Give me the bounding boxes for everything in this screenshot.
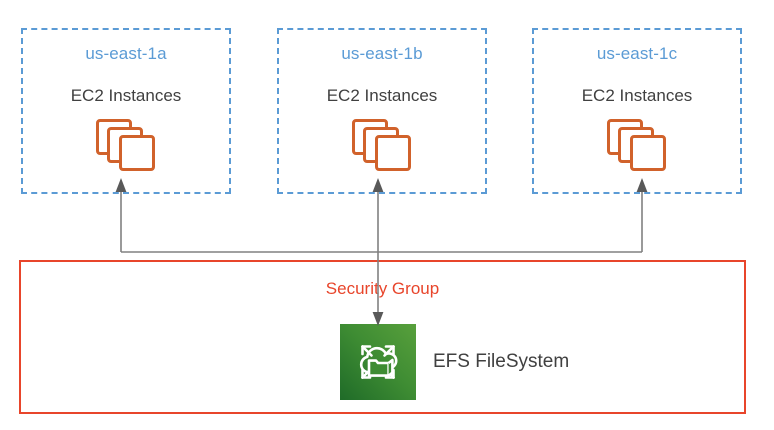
- security-group-label: Security Group: [325, 279, 440, 298]
- ec2-square-front: [119, 135, 155, 171]
- ec2-instances-icon-1a[interactable]: [96, 119, 156, 171]
- efs-filesystem-icon[interactable]: [340, 324, 416, 400]
- ec2-instances-label-1b: EC2 Instances: [326, 86, 438, 105]
- az-label-us-east-1b: us-east-1b: [341, 44, 423, 63]
- ec2-square-front: [630, 135, 666, 171]
- ec2-square-front: [375, 135, 411, 171]
- availability-zone-us-east-1a[interactable]: [21, 28, 231, 194]
- availability-zone-us-east-1b[interactable]: [277, 28, 487, 194]
- ec2-instances-icon-1b[interactable]: [352, 119, 412, 171]
- availability-zone-us-east-1c[interactable]: [532, 28, 742, 194]
- az-label-us-east-1a: us-east-1a: [85, 44, 167, 63]
- az-label-us-east-1c: us-east-1c: [596, 44, 678, 63]
- ec2-instances-label-1a: EC2 Instances: [70, 86, 182, 105]
- ec2-instances-icon-1c[interactable]: [607, 119, 667, 171]
- ec2-instances-label-1c: EC2 Instances: [581, 86, 693, 105]
- security-group-boundary[interactable]: [19, 260, 746, 414]
- efs-filesystem-label: EFS FileSystem: [433, 351, 570, 372]
